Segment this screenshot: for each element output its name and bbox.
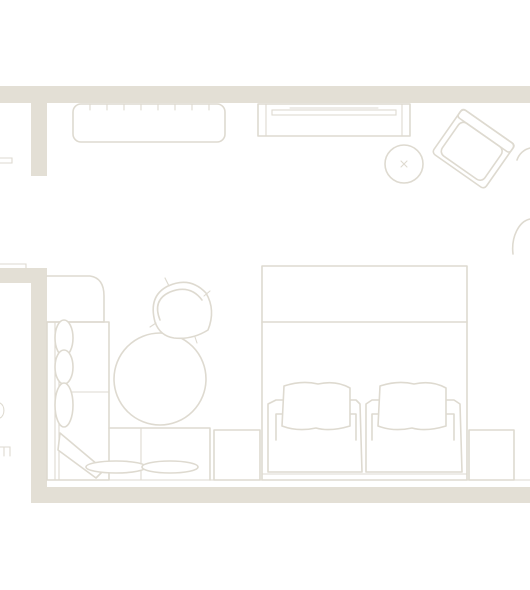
pillow-right: [365, 381, 463, 473]
wardrobe: [46, 275, 105, 323]
low-bench: [85, 427, 211, 481]
left-upper-wall-stub: [31, 86, 47, 176]
pillow-left: [267, 381, 363, 473]
left-wall-corner: [0, 268, 47, 283]
left-lower-wall: [31, 268, 47, 435]
luggage-bench: [72, 103, 226, 143]
walls: [0, 86, 530, 503]
round-dining-table: [113, 332, 207, 426]
top-wall: [0, 86, 530, 103]
nightstands: [213, 429, 515, 481]
side-table: [384, 144, 424, 184]
left-wall-base: [31, 435, 47, 503]
window-bench: [46, 319, 110, 481]
entry-door: [511, 147, 530, 255]
left-fragments: [0, 157, 27, 457]
media-console: [257, 103, 411, 137]
bottom-wall: [31, 487, 530, 503]
dining-chair: [149, 277, 213, 344]
armchair: [432, 108, 515, 189]
